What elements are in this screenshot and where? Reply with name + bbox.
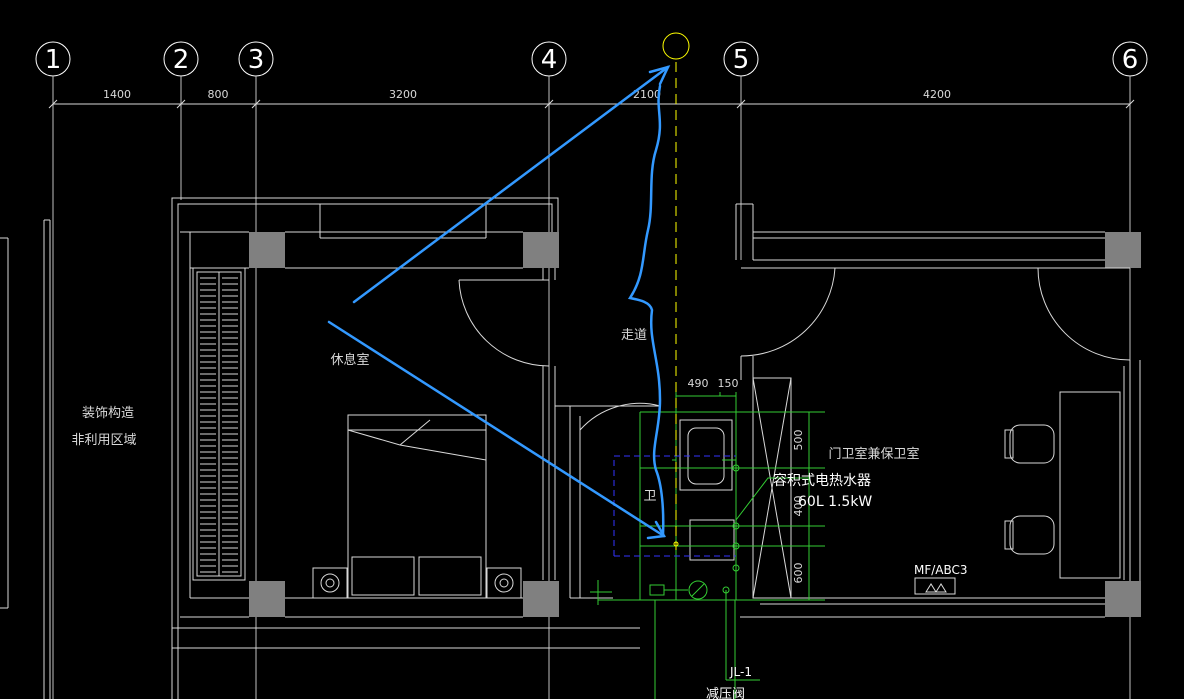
extinguisher-label: MF/ABC3 xyxy=(914,563,968,577)
annotation-arrow-upper xyxy=(352,65,670,304)
reference-axis xyxy=(662,32,690,550)
axis-bubbles xyxy=(35,41,1148,77)
fire-extinguisher-symbol xyxy=(914,577,956,595)
sanitary-fixtures xyxy=(679,377,792,599)
water-heater-spec: 60L 1.5kW xyxy=(798,494,872,510)
dimension-line xyxy=(48,99,1135,109)
plumbing xyxy=(590,392,825,699)
column xyxy=(249,581,285,617)
detail-dim-400: 400 xyxy=(792,496,805,517)
rest-room-label: 休息室 xyxy=(330,352,369,368)
dimension-3200: 3200 xyxy=(389,88,417,101)
axis-label-3: 3 xyxy=(248,45,265,75)
desk-and-chairs xyxy=(1004,391,1121,579)
decor-zone-label: 装饰构造 xyxy=(82,406,134,421)
axis-label-4: 4 xyxy=(541,45,558,75)
valve-label: 减压阀 xyxy=(706,687,745,699)
water-heater-name: 容积式电热水器 xyxy=(773,472,871,489)
detail-dimensions: 490 150 500 400 600 xyxy=(688,377,806,584)
reference-circle xyxy=(662,32,690,60)
axis-label-1: 1 xyxy=(45,45,62,75)
toilet-label: 卫 xyxy=(643,489,656,504)
dimension-1400: 1400 xyxy=(103,88,131,101)
annotation-freehand-line xyxy=(627,84,665,537)
annotation-marks xyxy=(327,65,671,540)
column xyxy=(523,581,559,617)
columns xyxy=(249,232,1141,617)
axis-label-6: 6 xyxy=(1122,45,1139,75)
column xyxy=(249,232,285,268)
dimension-texts: 1400 800 3200 2100 4200 xyxy=(103,88,951,101)
column xyxy=(523,232,559,268)
walls xyxy=(0,197,1141,699)
annotation-arrow-lower xyxy=(327,320,666,538)
detail-dim-490: 490 xyxy=(688,377,709,390)
guard-room-label: 门卫室兼保卫室 xyxy=(828,446,919,462)
room-labels: 装饰构造 非利用区域 休息室 走道 门卫室兼保卫室 卫 容积式电热水器 60L … xyxy=(71,328,967,699)
doors xyxy=(458,267,1131,431)
dimension-2100: 2100 xyxy=(633,88,661,101)
corridor-label: 走道 xyxy=(621,328,647,343)
column xyxy=(1105,581,1141,617)
bed xyxy=(312,414,522,599)
column xyxy=(1105,232,1141,268)
dimension-800: 800 xyxy=(208,88,229,101)
axis-label-2: 2 xyxy=(173,45,190,75)
detail-dim-600: 600 xyxy=(792,563,805,584)
detail-dim-500: 500 xyxy=(792,430,805,451)
dimension-4200: 4200 xyxy=(923,88,951,101)
toilet-boundary xyxy=(613,455,736,557)
detail-dim-150: 150 xyxy=(718,377,739,390)
non-usable-zone-label: 非利用区域 xyxy=(71,433,136,448)
wardrobe xyxy=(192,267,246,581)
axis-label-5: 5 xyxy=(733,45,750,75)
pipe-label: JL-1 xyxy=(729,665,752,679)
axis-lines xyxy=(52,76,1131,699)
axis-labels: 1 2 3 4 5 6 xyxy=(45,45,1139,75)
